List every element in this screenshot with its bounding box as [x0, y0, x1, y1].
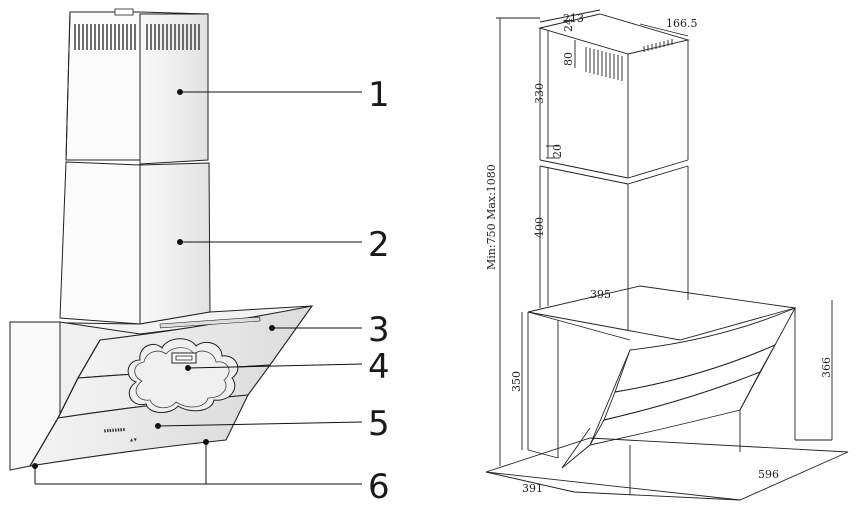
dim-chimney-width: 166.5: [666, 17, 698, 30]
dim-top-flange: 24: [562, 18, 575, 32]
top-bracket: [114, 8, 134, 16]
dimension-labels: 213 166.5 24 80 330 20 400 Min:750 Max:1…: [485, 12, 833, 495]
glass-front-lower: [589, 371, 761, 446]
body-top-face: [527, 285, 796, 341]
lower-chimney: [59, 161, 211, 325]
vent-slots-front: [74, 24, 136, 50]
control-icons: ▲▼: [130, 437, 138, 442]
vent-slots-side: [146, 24, 200, 50]
dim-body-depth: 391: [522, 482, 543, 495]
dim-total-height: Min:750 Max:1080: [485, 164, 498, 270]
dim-vent-height: 80: [562, 52, 575, 66]
dim-body-width: 596: [758, 468, 779, 481]
top-control-strip: [159, 316, 261, 329]
callout-4: 4: [368, 347, 390, 387]
glass-panel-lower: [28, 394, 249, 467]
vent-slots-drawing: [585, 39, 673, 81]
dim-lower-chimney: 400: [533, 217, 546, 238]
floor-projection: [485, 437, 849, 501]
dim-hood-front-height: 366: [820, 357, 833, 378]
dim-chimney-base: 395: [590, 288, 611, 301]
hood-perspective-view: ▮▮▮▮▮▮▮▮ ▲▼ 1 2 3 4 5 6: [9, 8, 390, 507]
glass-front-middle: [603, 344, 777, 421]
grease-filter: [127, 338, 239, 413]
glass-front-upper: [614, 307, 797, 393]
callout-6: 6: [368, 467, 390, 507]
callout-labels: 1 2 3 4 5 6: [368, 75, 390, 507]
dim-body-height: 350: [510, 371, 523, 392]
dim-chimney-depth: 213: [563, 12, 584, 25]
callout-2: 2: [368, 225, 390, 265]
dim-upper-chimney: 330: [533, 83, 546, 104]
callout-3: 3: [368, 310, 390, 350]
upper-chimney: [65, 8, 209, 165]
brand-mark: ▮▮▮▮▮▮▮▮: [104, 427, 126, 433]
filter-handle: [171, 352, 197, 364]
callout-1: 1: [368, 75, 390, 115]
dimension-drawing: [485, 9, 849, 501]
dim-overlap: 20: [551, 144, 564, 158]
leader-lines: [32, 89, 363, 485]
callout-5: 5: [368, 404, 390, 444]
